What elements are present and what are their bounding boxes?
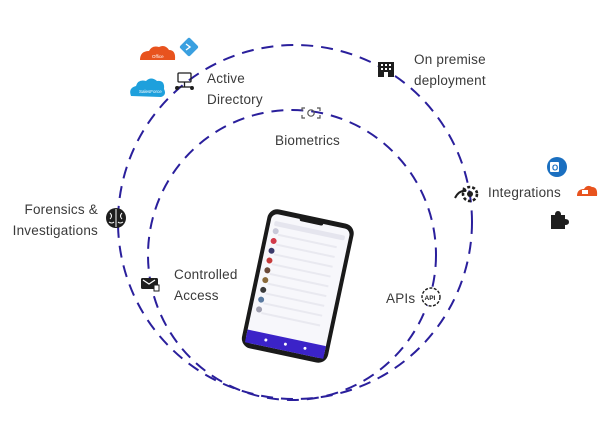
label-controlled-access: Controlled Access [174,267,238,303]
azure-devops-icon [179,37,199,57]
svg-text:O: O [552,164,558,173]
outer-ring [117,44,473,400]
network-computer-icon [175,72,194,90]
label-on-premise: On premise deployment [414,52,486,88]
outlook-icon: O [547,157,567,177]
label-apis: APIs [386,291,416,306]
building-icon [378,62,394,77]
gear-arrow-icon [454,185,479,203]
office-cloud-icon [577,185,598,196]
label-integrations: Integrations [488,185,561,200]
label-biometrics: Biometrics [275,133,341,148]
salesforce-cloud-icon: SalesForce [130,78,165,97]
label-forensics: Forensics & Investigations [12,202,98,238]
face-scan-icon [301,107,321,119]
api-gear-icon: API [421,287,441,307]
svg-text:Office: Office [152,54,164,59]
inner-ring [147,109,437,401]
smartphone-icon [241,209,354,363]
keycard-icon [141,278,160,292]
svg-text:SalesForce: SalesForce [139,89,162,94]
brain-icon [106,208,126,228]
office365-cloud-icon: Office [140,46,176,60]
puzzle-icon [551,211,569,229]
label-active-directory: Active Directory [207,71,263,107]
svg-text:API: API [425,295,436,302]
